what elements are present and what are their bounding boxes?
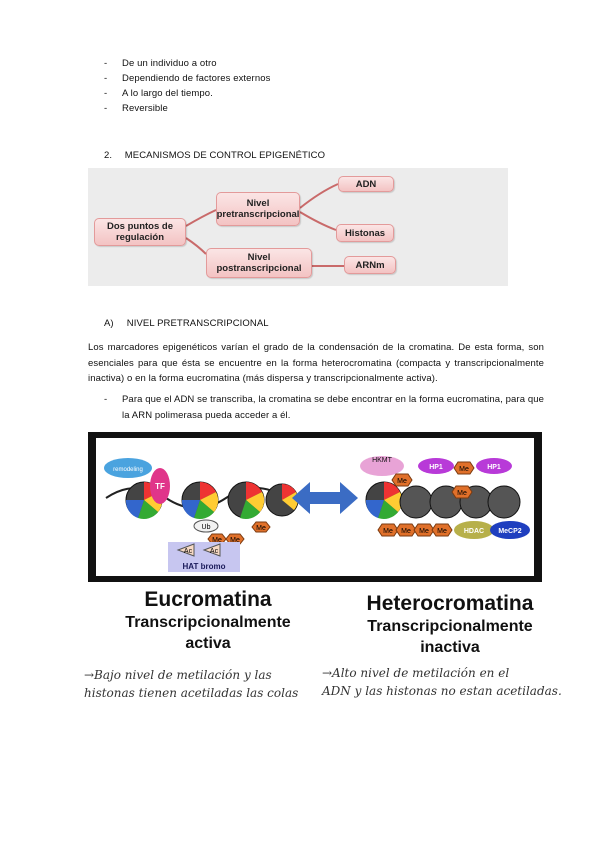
node-pretranscripcional: Nivel pretranscripcional	[216, 192, 300, 226]
hp1-label: HP1	[487, 464, 501, 471]
handwritten-line: ADN y las histonas no estan acetiladas.	[322, 684, 562, 698]
tf-label: TF	[155, 482, 165, 491]
tf-protein	[150, 468, 170, 504]
handwritten-note-left: →Bajo nivel de metilación y las histonas…	[84, 666, 324, 702]
ac-label: Ac	[210, 548, 219, 555]
chromatin-illustration: remodeling TF Ub Me Me Me Ac Ac HAT brom…	[104, 456, 530, 572]
subsection-heading: A) NIVEL PRETRANSCRIPCIONAL	[104, 318, 269, 330]
ub-label: Ub	[202, 524, 211, 531]
node-arnm: ARNm	[344, 256, 396, 274]
hkmt-label: HKMT	[372, 457, 393, 464]
node-histonas: Histonas	[336, 224, 394, 242]
section-title: MECANISMOS DE CONTROL EPIGENÉTICO	[124, 150, 326, 161]
section-number: 2.	[104, 150, 113, 161]
bullet-item: Reversible	[104, 103, 270, 118]
ac-triangle	[176, 543, 195, 557]
bullet-item: A lo largo del tiempo.	[104, 88, 270, 103]
hdac-label: HDAC	[464, 528, 484, 535]
section-heading: 2. MECANISMOS DE CONTROL EPIGENÉTICO	[104, 150, 325, 162]
ac-label: Ac	[184, 548, 193, 555]
me-tag	[413, 523, 435, 537]
me-label: Me	[212, 537, 222, 544]
remodeling-label: remodeling	[113, 467, 143, 473]
bullet-paragraph-text: Para que el ADN se transcriba, la cromat…	[122, 394, 544, 421]
heterochromatin-line2: inactiva	[420, 639, 480, 656]
euchromatin-caption: Eucromatina Transcripcionalmente activa	[108, 588, 308, 654]
me-tag	[377, 523, 399, 537]
me-label: Me	[256, 525, 266, 532]
hat-bromo-label: HAT bromo	[183, 562, 226, 571]
handwritten-line: →Alto nivel de metilación en el	[322, 666, 510, 680]
me-tag	[251, 521, 271, 533]
hdac-enzyme	[454, 521, 494, 539]
subsection-title: NIVEL PRETRANSCRIPCIONAL	[126, 318, 269, 329]
me-label: Me	[419, 528, 429, 535]
me-label: Me	[230, 537, 240, 544]
hp1-protein	[476, 458, 512, 474]
mecp2-label: MeCP2	[498, 528, 521, 535]
bullet-item: Dependiendo de factores externos	[104, 73, 270, 88]
euchromatin-line1: Transcripcionalmente	[125, 614, 291, 631]
concept-map: Dos puntos de regulación Nivel pretransc…	[88, 168, 508, 286]
heterochromatin-nucleosomes	[365, 481, 521, 519]
euchromatin-title: Eucromatina	[144, 588, 272, 611]
heterochromatin-title: Heterocromatina	[366, 592, 534, 615]
remodeling-complex	[104, 458, 152, 478]
ac-triangle	[202, 543, 221, 557]
chromatin-figure-panel: remodeling TF Ub Me Me Me Ac Ac HAT brom…	[96, 438, 534, 576]
me-tag	[453, 461, 475, 475]
euchromatin-nucleosomes	[105, 481, 299, 519]
handwritten-line: histonas tienen acetiladas las colas	[84, 686, 299, 700]
double-arrow-icon	[292, 482, 358, 514]
mecp2-protein	[490, 521, 530, 539]
handwritten-line: →Bajo nivel de metilación y las	[84, 668, 272, 682]
me-tag	[395, 523, 417, 537]
euchromatin-line2: activa	[185, 635, 231, 652]
bullet-item: De un individuo a otro	[104, 58, 270, 73]
node-root: Dos puntos de regulación	[94, 218, 186, 246]
hp1-label: HP1	[429, 464, 443, 471]
node-adn: ADN	[338, 176, 394, 192]
node-postranscripcional: Nivel postranscripcional	[206, 248, 312, 278]
subsection-letter: A)	[104, 318, 114, 329]
me-tag	[431, 523, 453, 537]
heterochromatin-caption: Heterocromatina Transcripcionalmente ina…	[340, 592, 560, 658]
me-label: Me	[383, 528, 393, 535]
me-label: Me	[437, 528, 447, 535]
chromatin-figure: remodeling TF Ub Me Me Me Ac Ac HAT brom…	[88, 432, 542, 582]
me-label: Me	[401, 528, 411, 535]
concept-map-connectors	[185, 183, 344, 267]
heterochromatin-line1: Transcripcionalmente	[367, 618, 533, 635]
me-label: Me	[457, 490, 467, 497]
me-label: Me	[459, 466, 469, 473]
hkmt-enzyme	[360, 456, 404, 476]
ub-tag	[193, 519, 219, 533]
me-tag	[391, 473, 413, 487]
me-tag	[451, 485, 473, 499]
bullet-list: De un individuo a otro Dependiendo de fa…	[104, 58, 270, 118]
handwritten-note-right: →Alto nivel de metilación en el ADN y la…	[322, 664, 592, 700]
body-paragraph: Los marcadores epigenéticos varían el gr…	[88, 342, 544, 384]
hat-bromo-box	[168, 542, 240, 572]
me-label: Me	[397, 478, 407, 485]
hp1-protein	[418, 458, 454, 474]
